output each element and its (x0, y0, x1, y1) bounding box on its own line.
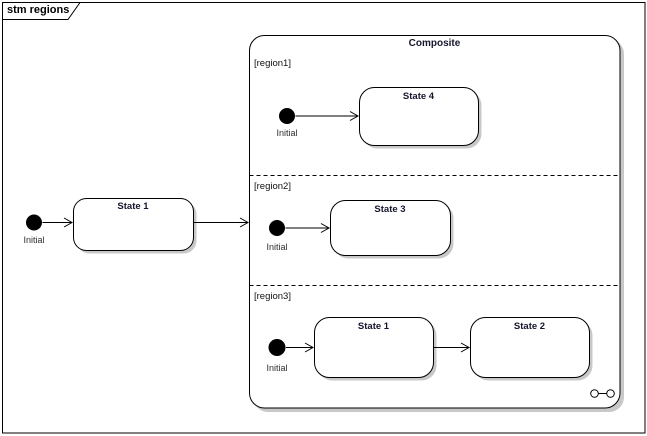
region2-label: [region2] (254, 181, 291, 192)
state-node-state1-top[interactable] (73, 198, 197, 254)
state1-top-label: State 1 (117, 201, 149, 212)
frame-title: stm regions (7, 4, 70, 16)
initial-label-region2: Initial (266, 242, 288, 252)
state-node-state2[interactable] (470, 317, 593, 381)
state-node-state4[interactable] (359, 87, 482, 149)
initial-label-region1: Initial (276, 128, 298, 138)
state4-label: State 4 (402, 91, 435, 102)
state-node-state3[interactable] (330, 200, 454, 259)
region3-label: [region3] (254, 291, 291, 302)
initial-pseudostate-top[interactable] (26, 214, 42, 231)
state2-label: State 2 (513, 321, 546, 332)
composite-title: Composite (408, 38, 461, 49)
initial-label-region3: Initial (266, 363, 288, 373)
decomposition-icon (590, 389, 615, 398)
initial-label-top: Initial (23, 235, 45, 245)
initial-pseudostate-region3[interactable] (268, 339, 286, 356)
state3-label: State 3 (374, 204, 406, 215)
frame-title-tab (2, 2, 81, 20)
region1-label: [region1] (254, 58, 291, 69)
initial-pseudostate-region1[interactable] (279, 108, 295, 124)
state1-region3-label: State 1 (357, 321, 390, 332)
initial-pseudostate-region2[interactable] (269, 220, 285, 236)
state-node-state1-region3[interactable] (314, 317, 437, 381)
